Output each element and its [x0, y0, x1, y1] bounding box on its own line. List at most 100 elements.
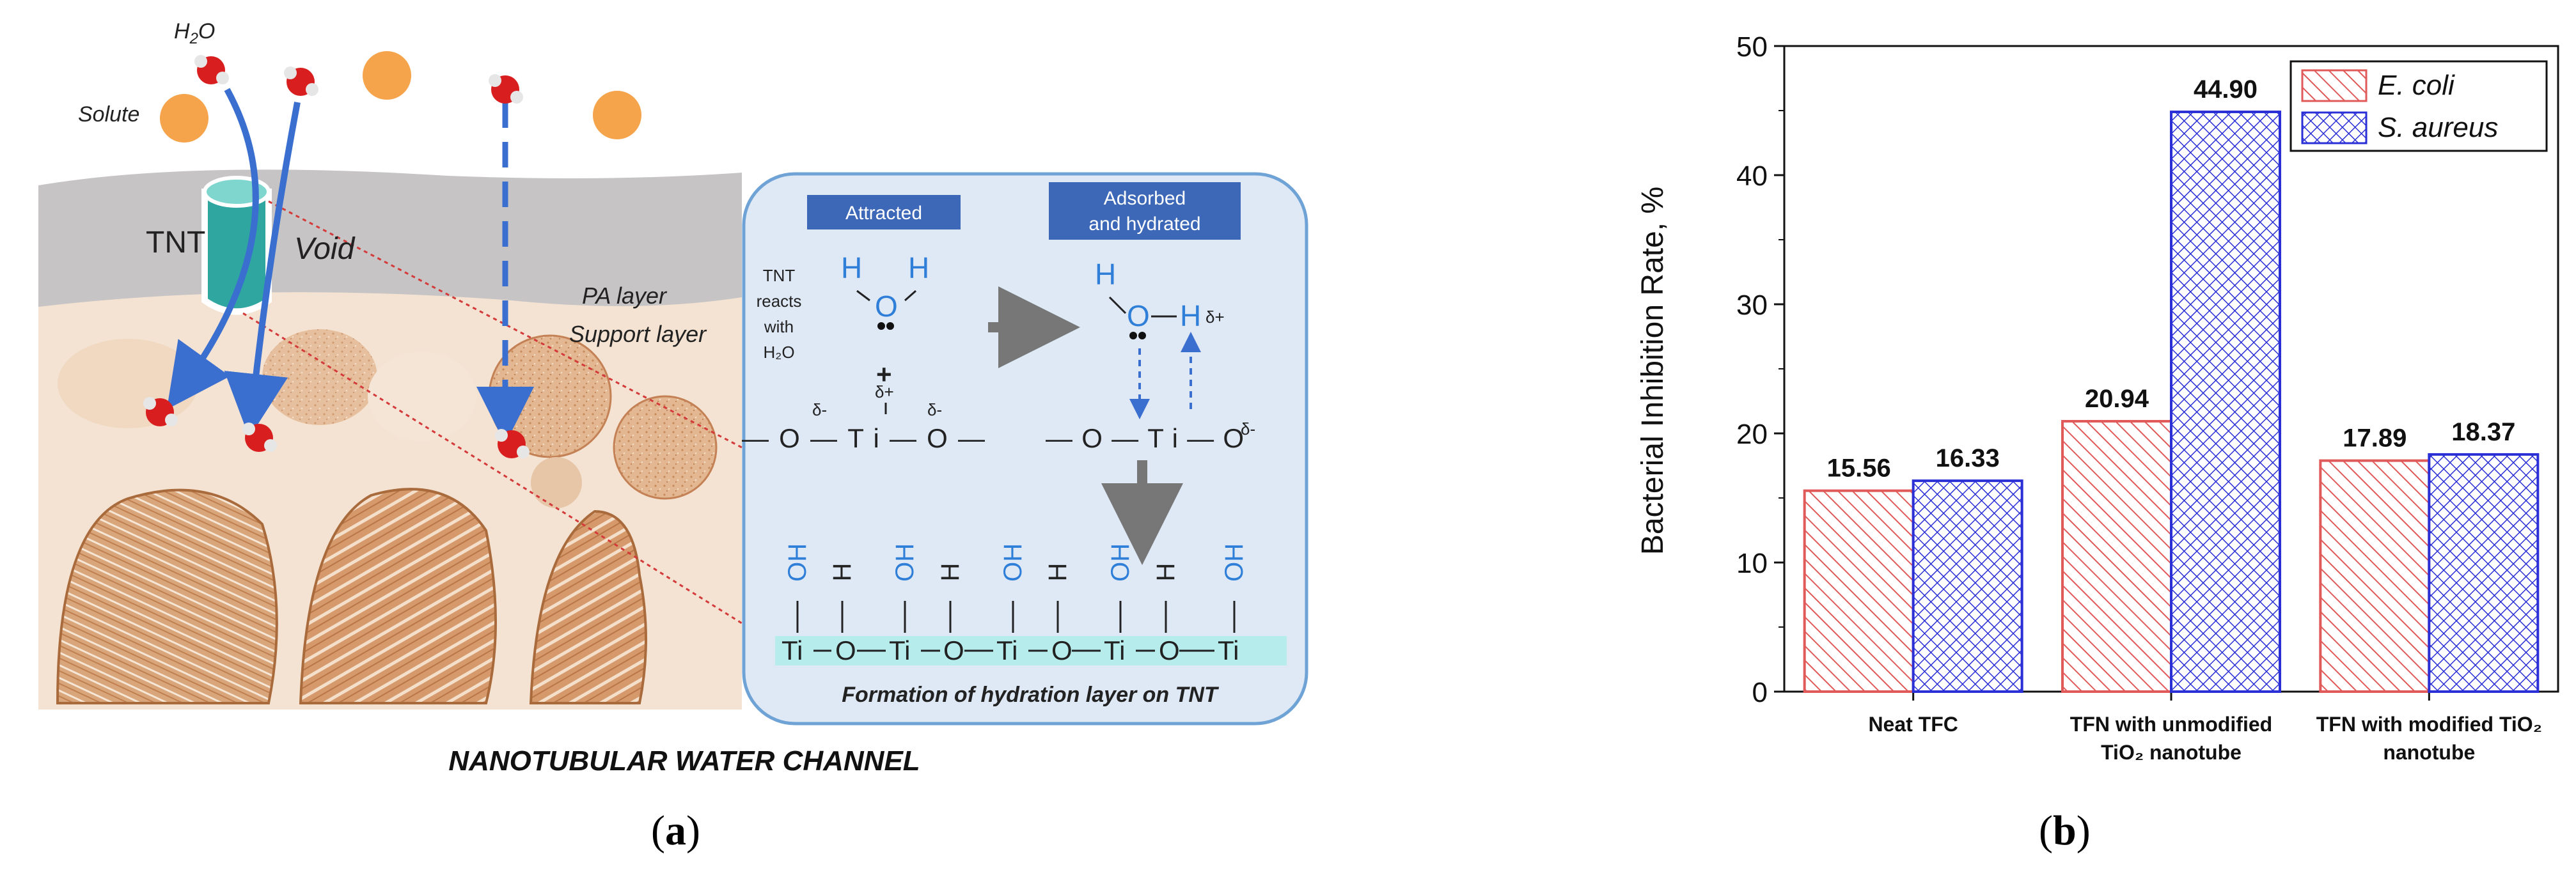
svg-text:Ti: Ti [996, 635, 1017, 665]
hydration-layer: Ti O Ti O Ti O Ti O Ti [781, 635, 1239, 665]
y-tick-label: 10 [1736, 548, 1768, 579]
bar-e-coli [2061, 420, 2172, 694]
water-molecule [489, 74, 523, 104]
bond [904, 290, 916, 302]
macrovoid [299, 488, 497, 704]
legend: E. coli S. aureus [2289, 60, 2548, 152]
value-label: 16.33 [1936, 444, 2000, 472]
y-tick-label: 30 [1736, 290, 1768, 321]
svg-text:OH: OH [999, 543, 1027, 582]
y-tick-label: 40 [1736, 160, 1768, 192]
tnt-reacts-line3: with [764, 317, 794, 336]
legend-swatch [2301, 69, 2368, 102]
hydration-bonds [796, 601, 1236, 633]
delta-minus: δ- [927, 400, 942, 419]
svg-text:OH: OH [1220, 543, 1248, 582]
x-tick-label: TiO₂ nanotube [2101, 741, 2242, 764]
solute-label: Solute [78, 102, 139, 127]
x-tick-label: TFN with unmodified [2070, 713, 2272, 736]
tnt-reacts-line1: TNT [763, 266, 796, 285]
solute-particle [160, 94, 208, 143]
panel-label-b: (b) [2039, 807, 2091, 854]
attracted-text: Attracted [845, 203, 922, 224]
bar-s-aureus [1912, 479, 2023, 693]
svg-text:H: H [936, 563, 964, 582]
y-axis-title: Bacterial Inhibition Rate, % [1636, 187, 1670, 555]
value-label: 17.89 [2343, 424, 2407, 453]
tnt-reacts-line4: H₂O [763, 343, 794, 362]
legend-swatch [2301, 111, 2368, 144]
bars [1803, 111, 2540, 694]
legend-label: E. coli [2378, 70, 2455, 101]
delta-plus: δ+ [875, 382, 894, 401]
h-atom: H [841, 251, 862, 284]
diagram-title: NANOTUBULAR WATER CHANNEL [448, 745, 920, 777]
support-layer-label: Support layer [569, 321, 707, 347]
h-atom: H [908, 251, 929, 284]
tnt-reacts-line2: reacts [757, 291, 802, 311]
o-atom: O [1127, 299, 1150, 332]
svg-text:H: H [1152, 563, 1180, 582]
macrovoid [56, 488, 278, 704]
value-label: 20.94 [2085, 385, 2149, 413]
bar-e-coli [1803, 489, 1915, 693]
svg-text:OH: OH [1106, 543, 1135, 582]
svg-text:Ti: Ti [781, 635, 803, 665]
adsorbed-text-line2: and hydrated [1088, 213, 1200, 235]
x-tick-label: Neat TFC [1868, 713, 1958, 736]
value-label: 15.56 [1827, 454, 1891, 483]
delta-minus: δ- [812, 400, 827, 419]
adsorbed-text-line1: Adsorbed [1104, 188, 1186, 209]
svg-text:H: H [1044, 563, 1072, 582]
hydroxyl-groups: OH OH OH OH OH [783, 543, 1248, 582]
h-atom: H [1180, 299, 1201, 332]
water-molecule [242, 423, 277, 452]
lone-pair [886, 322, 894, 330]
lone-pair [1129, 332, 1137, 339]
attracted-tag [807, 195, 961, 229]
svg-text:O: O [1051, 635, 1072, 665]
water-label: H2O [174, 19, 215, 47]
legend-label: S. aureus [2378, 112, 2498, 143]
svg-text:OH: OH [891, 543, 919, 582]
hydration-caption: Formation of hydration layer on TNT [842, 683, 1220, 707]
water-flow-arrow [166, 88, 259, 410]
value-label: 44.90 [2194, 75, 2258, 104]
solute-particle [363, 51, 411, 100]
zoom-line [242, 312, 742, 625]
water-molecule [143, 397, 178, 426]
o-atom: O [875, 290, 898, 323]
adsorbed-tag [1049, 182, 1241, 240]
tnt-label: TNT [146, 226, 205, 260]
panel-label-a: (a) [651, 807, 700, 854]
bond [1108, 296, 1127, 314]
svg-text:Ti: Ti [889, 635, 910, 665]
macrovoid [529, 509, 647, 704]
plus-sign: + [876, 359, 892, 389]
water-molecule [194, 55, 229, 84]
h-atom: H [1095, 258, 1116, 291]
bar-e-coli [2319, 459, 2431, 693]
support-pore [531, 457, 582, 508]
svg-text:Ti: Ti [1218, 635, 1239, 665]
svg-text:O: O [943, 635, 964, 665]
delta-plus: δ+ [1206, 307, 1225, 327]
bar-s-aureus [2170, 111, 2281, 693]
water-molecule [284, 66, 318, 96]
lone-pair [1138, 332, 1146, 339]
bond [856, 290, 870, 302]
value-label: 18.37 [2451, 418, 2515, 446]
hydrogen-groups: H H H H [828, 563, 1180, 582]
water-molecule [495, 429, 530, 458]
pa-layer-label: PA layer [582, 283, 668, 309]
svg-text:H: H [828, 563, 856, 582]
value-labels: 15.56 16.33 20.94 44.90 17.89 18.37 [1827, 75, 2516, 483]
support-pore [368, 352, 476, 441]
hydration-inset [742, 172, 1308, 726]
y-tick-label: 50 [1736, 31, 1768, 63]
svg-text:OH: OH [783, 543, 812, 582]
svg-text:Ti: Ti [1104, 635, 1125, 665]
lone-pair [877, 322, 885, 330]
